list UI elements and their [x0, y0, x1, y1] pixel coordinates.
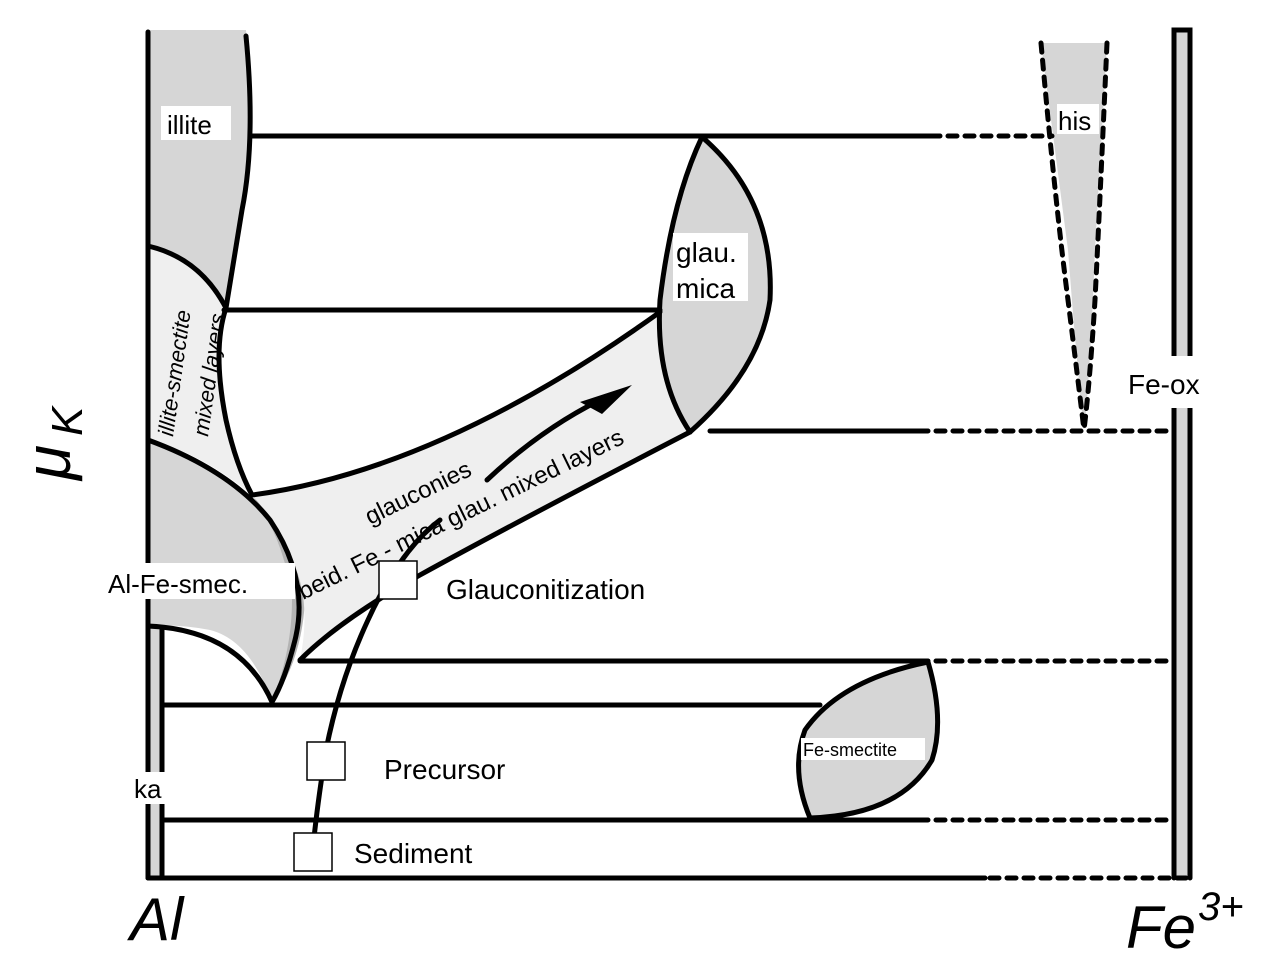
glau-mica-label-bg: [673, 233, 748, 301]
x-axis-right-label-sup: 3+: [1198, 885, 1244, 929]
illite-smectite-right: [216, 305, 255, 498]
x-axis-right-label-main: Fe: [1126, 894, 1196, 961]
his-label-bg: [1057, 104, 1099, 134]
fe-ox-label-bg: [1124, 356, 1214, 408]
illite-field: [148, 30, 251, 308]
glaucony-top: [249, 309, 663, 498]
stage-label-precursor: Precursor: [384, 754, 505, 785]
evolution-arrowhead: [580, 385, 632, 414]
his-boundary-left: [1038, 40, 1087, 433]
stage-marker-precursor: [306, 741, 346, 781]
al-fe-smec-bottom: [145, 623, 275, 705]
illite-label: illite: [167, 110, 212, 140]
illite-smectite-field: [148, 246, 252, 495]
illite-smectite-top: [145, 243, 229, 311]
fe-ox-column: [1174, 30, 1190, 878]
al-fe-smectite-label: Al-Fe-smec.: [108, 569, 248, 599]
stage-marker-sediment: [293, 832, 333, 872]
his-boundary-right: [1081, 40, 1110, 433]
evolution-path: [311, 517, 443, 841]
x-axis-left-label: Al: [127, 886, 185, 953]
his-label: his: [1058, 106, 1091, 136]
fe-smectite-label-bg: [801, 738, 925, 760]
stage-label-sediment: Sediment: [354, 838, 473, 869]
glau-mica-left: [656, 134, 705, 435]
y-axis-label-sub: K: [43, 405, 92, 436]
evolution-arrow-line: [484, 397, 603, 483]
glau-mica-label-2: mica: [676, 273, 736, 304]
y-axis-label: μ K: [12, 405, 92, 482]
ka-label-bg: [131, 772, 171, 804]
glaucony-band: [252, 312, 690, 660]
fe-ox-boundary: [1171, 27, 1193, 881]
glau-mica-right: [687, 134, 773, 435]
ka-column: [148, 626, 162, 878]
al-fe-smec-label-bg: [107, 563, 295, 599]
illite-boundary: [223, 33, 253, 311]
fe-smectite-label: Fe-smectite: [803, 740, 897, 760]
fe-ox-label: Fe-ox: [1128, 369, 1200, 400]
ka-label: ka: [134, 774, 162, 804]
al-fe-smec-top: [145, 437, 302, 705]
illite-label-bg: [161, 106, 231, 140]
glau-mica-label-1: glau.: [676, 237, 737, 268]
glaucony-bottom: [297, 429, 693, 663]
stage-label-glauconitization: Glauconitization: [446, 574, 645, 605]
y-axis-label-main: μ: [12, 445, 84, 482]
stage-marker-glauconitization: [378, 560, 418, 600]
